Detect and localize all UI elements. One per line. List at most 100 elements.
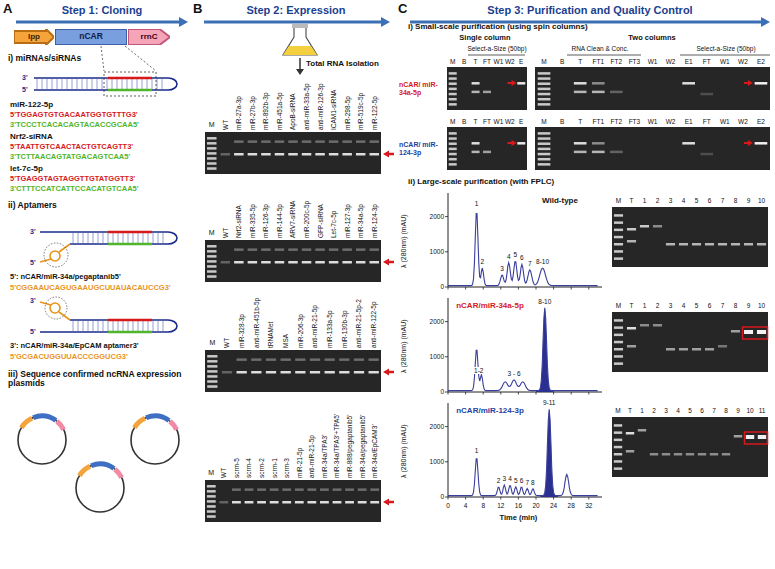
base-pair bbox=[123, 321, 124, 331]
label: let-7c-5p bbox=[10, 165, 43, 174]
lane-label: scrm-3 bbox=[283, 458, 290, 478]
lane-label: 1 bbox=[643, 302, 647, 309]
red-arrow bbox=[744, 140, 753, 146]
gel-band bbox=[207, 147, 216, 150]
tick-label: 16 bbox=[515, 502, 522, 509]
gel-band bbox=[755, 82, 768, 85]
lane-label: WT bbox=[222, 120, 229, 130]
lane-label: anti-miR-21-5p bbox=[311, 305, 318, 348]
gel-band bbox=[302, 153, 311, 156]
x-tick bbox=[588, 497, 589, 500]
step-heading: Step 1: Cloning bbox=[60, 2, 145, 19]
node-label: lpp bbox=[28, 33, 40, 42]
lane-label: miR-519c-5p bbox=[357, 93, 364, 130]
label: 3' bbox=[30, 297, 36, 305]
gel-band bbox=[538, 93, 551, 96]
gel-band bbox=[614, 453, 622, 456]
gel-band bbox=[207, 495, 216, 498]
gel-band bbox=[614, 431, 622, 434]
lane-label: W2 bbox=[738, 118, 748, 125]
lane-label: FT3 bbox=[629, 118, 641, 125]
mirna-strand bbox=[108, 319, 152, 321]
gel-band bbox=[207, 162, 216, 165]
lane-label: FT bbox=[703, 118, 711, 125]
gel-band bbox=[307, 488, 316, 491]
gel-band bbox=[315, 153, 324, 156]
gel-band bbox=[207, 375, 217, 378]
gel-band bbox=[538, 148, 551, 151]
plasmid-insert bbox=[91, 464, 114, 469]
gel-band bbox=[718, 345, 727, 348]
lane-label: anti-miR-21-5p-2 bbox=[355, 299, 362, 348]
fraction-number: 2 bbox=[497, 477, 501, 484]
gel-band bbox=[302, 261, 311, 264]
gel-band bbox=[757, 243, 766, 246]
lane-label: anti-miR-21-5p bbox=[308, 435, 315, 478]
plasmid-promoter bbox=[21, 418, 32, 427]
gel-band bbox=[662, 453, 670, 456]
gel-band bbox=[207, 380, 217, 383]
gel-band bbox=[650, 453, 658, 456]
lane-label: W2 bbox=[738, 58, 748, 65]
base-pair bbox=[82, 79, 83, 89]
gel-band bbox=[574, 82, 587, 85]
gel-band bbox=[288, 153, 297, 156]
label: 3' bbox=[30, 228, 36, 236]
gel-band bbox=[614, 467, 622, 470]
process-arrow bbox=[299, 58, 301, 70]
gel-band bbox=[626, 450, 634, 453]
x-tick bbox=[465, 287, 466, 290]
lane-label: 5 bbox=[695, 197, 699, 204]
gel-band bbox=[538, 98, 551, 101]
lane-label: WT bbox=[220, 468, 227, 478]
rna-loop bbox=[168, 78, 177, 90]
lane-label: anti-miR-122-5p bbox=[370, 301, 377, 348]
lane-label: M bbox=[208, 469, 214, 477]
x-tick bbox=[536, 287, 537, 290]
y-tick bbox=[445, 287, 448, 288]
gel-band bbox=[592, 142, 605, 145]
fraction-number: 4 bbox=[507, 253, 511, 260]
process-arrowhead bbox=[296, 69, 304, 75]
base-pair bbox=[133, 321, 134, 331]
gel-band bbox=[356, 261, 365, 264]
node-label: rrnC bbox=[141, 33, 158, 42]
base-pair bbox=[57, 79, 58, 89]
highlight-box bbox=[745, 432, 768, 444]
x-axis bbox=[448, 392, 602, 393]
rna-loop bbox=[168, 320, 177, 332]
base-pair bbox=[108, 233, 109, 243]
gel-band bbox=[207, 137, 216, 140]
tick-label: 1000 bbox=[430, 353, 444, 360]
lane-label: miR-34a/EpCAM3' bbox=[371, 424, 378, 478]
node-label: nCAR bbox=[79, 32, 103, 41]
gel-band bbox=[610, 151, 623, 154]
lane-label: 8 bbox=[734, 197, 738, 204]
gel-band bbox=[288, 261, 297, 264]
lane-label: M bbox=[450, 118, 455, 125]
x-tick bbox=[571, 287, 572, 290]
base-pair bbox=[92, 79, 93, 89]
gel-band bbox=[237, 358, 247, 361]
step-heading: Step 2: Expression bbox=[244, 2, 348, 19]
base-pair bbox=[132, 79, 133, 89]
base-pair bbox=[163, 321, 164, 331]
gel-band bbox=[679, 243, 688, 246]
gel-band bbox=[746, 435, 754, 439]
gel-band bbox=[640, 324, 649, 327]
sequence: 3'TCCCTCACACAGTACACCGCAA5' bbox=[10, 121, 139, 129]
step-arrowhead bbox=[761, 17, 770, 27]
lane-label: 10 bbox=[758, 197, 765, 204]
aptamer-loop bbox=[50, 251, 60, 261]
gel-band bbox=[449, 77, 457, 80]
label: 5' bbox=[30, 259, 36, 267]
base-pair bbox=[77, 79, 78, 89]
base-pair bbox=[123, 233, 124, 243]
x-tick bbox=[465, 392, 466, 395]
lane-label: W1 bbox=[720, 58, 730, 65]
lane-label: B bbox=[560, 118, 564, 125]
sequence: 5'TAATTGTCAACTACTGTCAGTT3' bbox=[10, 143, 133, 151]
fraction-number: 5 bbox=[514, 251, 518, 258]
gel-band bbox=[614, 257, 623, 260]
x-tick bbox=[518, 497, 519, 500]
